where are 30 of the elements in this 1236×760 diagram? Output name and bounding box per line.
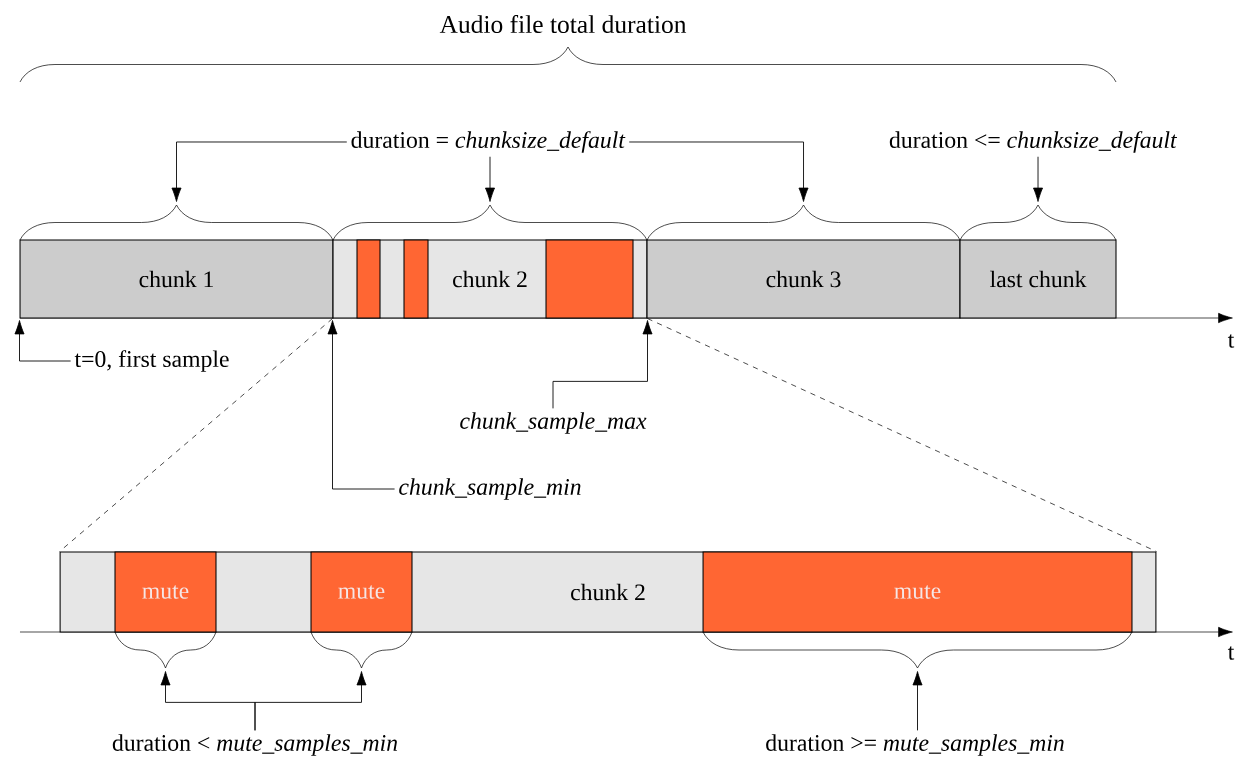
callout-text: duration < mute_samples_min [112, 734, 398, 756]
arrow [14, 320, 72, 362]
callout-text: chunk_sample_max [460, 412, 647, 434]
axis-label: t [1227, 334, 1235, 348]
mute-segment [545, 239, 634, 319]
mute-segment: mute [702, 551, 1133, 633]
callout-text: t=0, first sample [74, 350, 229, 372]
arrow [485, 156, 495, 202]
callout-text: duration <= chunksize_default [889, 131, 1178, 153]
arrow [1033, 156, 1043, 202]
mute-segment [356, 239, 381, 319]
axis-label: t [1227, 646, 1235, 660]
chunk-box: chunk 3 [646, 239, 961, 319]
chunk-box: chunk 1 [19, 239, 334, 319]
heading: Audio file total duration [439, 14, 687, 34]
arrow [912, 671, 923, 731]
mute-segment: mute [114, 551, 217, 633]
zoom-line [647, 318, 1157, 552]
chunk-box: last chunk [959, 239, 1117, 319]
mute-segment [403, 239, 429, 319]
arrow [552, 320, 653, 409]
arrow [254, 671, 367, 731]
arrow [171, 141, 348, 202]
callout-text: duration = chunksize_default [351, 131, 626, 153]
arrow [628, 141, 809, 202]
arrow [327, 320, 395, 490]
callout-text: duration >= mute_samples_min [766, 734, 1064, 756]
zoom-line [59, 318, 333, 552]
callout-text: chunk_sample_min [399, 478, 581, 500]
mute-segment: mute [310, 551, 413, 633]
